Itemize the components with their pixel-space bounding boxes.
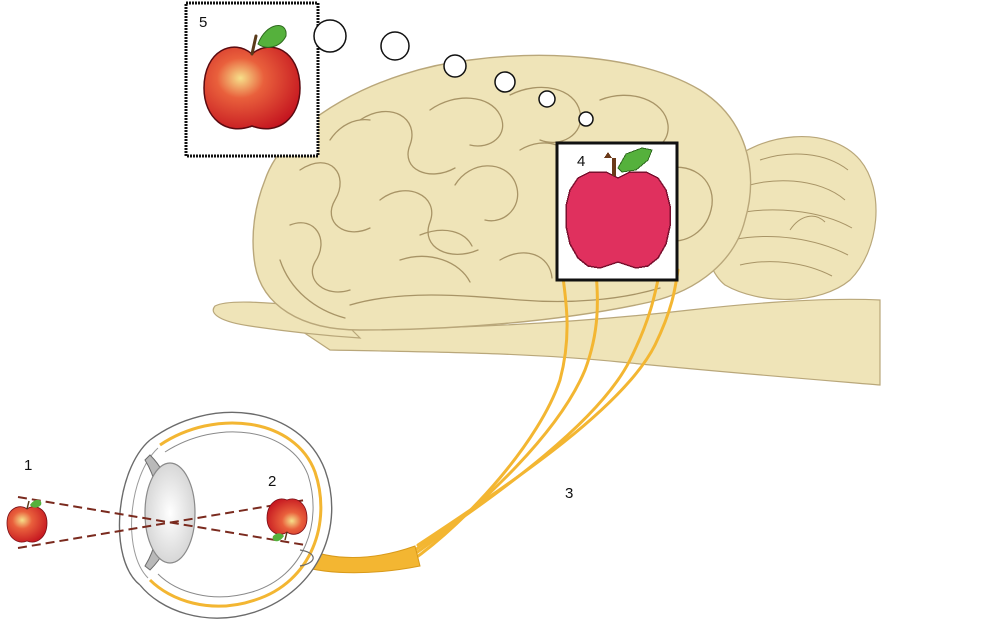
label-step-3: 3 — [565, 485, 573, 502]
pixel-apple-icon — [565, 147, 671, 269]
label-step-1: 1 — [24, 457, 32, 474]
light-rays — [17, 496, 306, 549]
brainstem — [298, 298, 881, 386]
eye — [118, 411, 333, 619]
perception-box — [184, 1, 320, 158]
retina-apple-icon — [266, 498, 308, 542]
label-step-5: 5 — [199, 14, 207, 31]
eye-sclera — [139, 411, 333, 619]
eye-lens — [144, 462, 196, 564]
optic-nerve-fibers — [408, 268, 680, 564]
perceived-apple-icon — [203, 25, 301, 130]
label-step-2: 2 — [268, 473, 276, 490]
optic-nerve — [299, 545, 421, 574]
apple-icon — [6, 499, 48, 543]
label-step-4: 4 — [577, 153, 585, 170]
cerebellum-folds — [729, 153, 853, 277]
eye-retina — [148, 421, 323, 608]
thought-bubble — [313, 19, 594, 127]
visual-cortex-box — [555, 141, 679, 282]
